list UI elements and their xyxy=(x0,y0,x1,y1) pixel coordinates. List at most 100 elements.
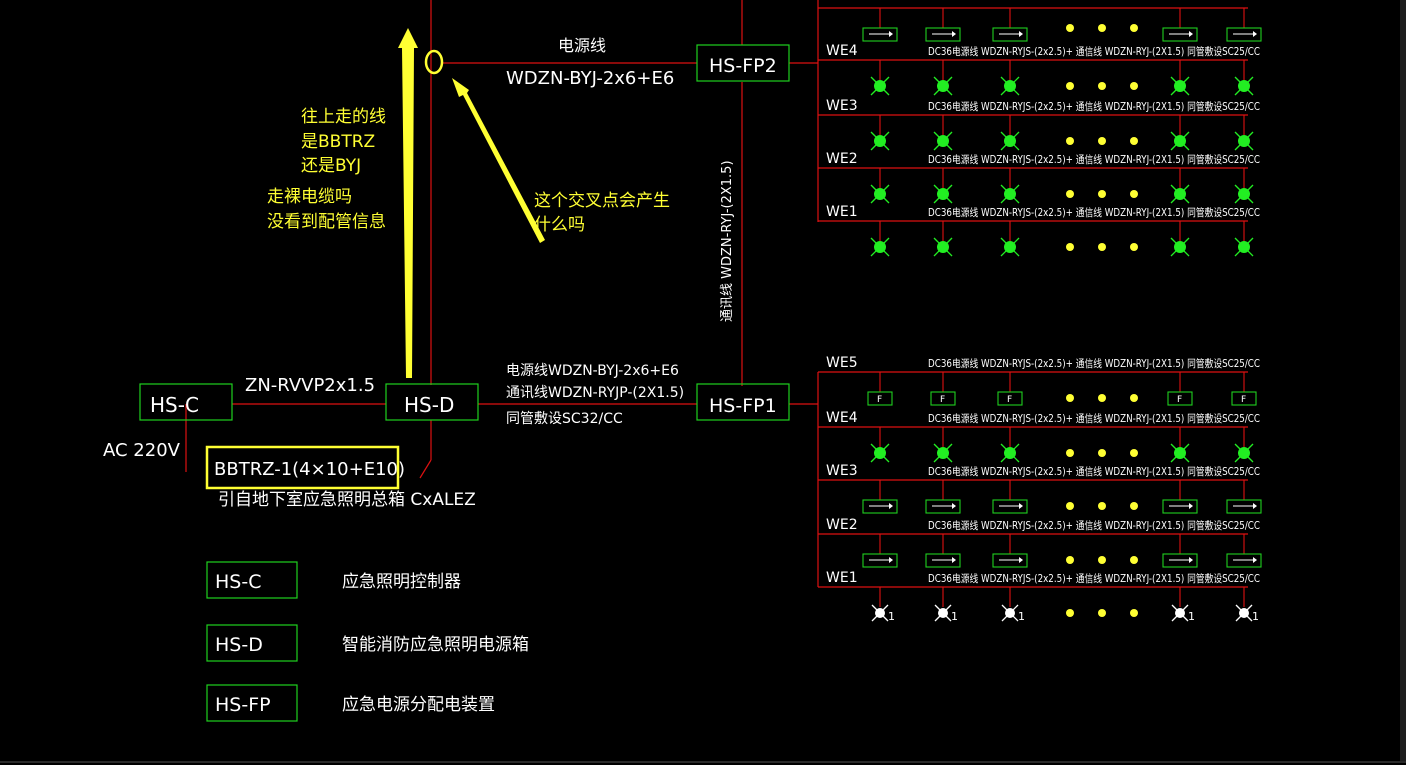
circuit-row-label: WE5 xyxy=(826,355,858,371)
annotation-cross-2: 什么吗 xyxy=(534,215,585,235)
fixture-dot xyxy=(1066,137,1074,145)
legend: HS-C 应急照明控制器 HS-D 智能消防应急照明电源箱 HS-FP 应急电源… xyxy=(206,561,529,722)
svg-text:F: F xyxy=(1241,395,1246,405)
circuit-row-label: WE1 xyxy=(826,570,858,586)
exit-sign-arrow-icon xyxy=(992,553,1028,568)
legend-code-hs-c: HS-C xyxy=(215,571,261,593)
fixture-tag: 1 xyxy=(1188,610,1195,623)
hs-d-label: HS-D xyxy=(404,393,454,417)
emergency-light-fixture xyxy=(1000,443,1020,463)
emergency-light-fixture xyxy=(870,237,890,257)
fixture-dot xyxy=(1130,502,1138,510)
legend-item-hs-fp: HS-FP 应急电源分配电装置 xyxy=(206,684,495,722)
circuit-cable-label: DC36电源线 WDZN-RYJS-(2x2.5)+ 通信线 WDZN-RYJ-… xyxy=(928,519,1260,532)
legend-desc-hs-d: 智能消防应急照明电源箱 xyxy=(342,635,529,655)
fixture-dot xyxy=(1130,243,1138,251)
cable-power-top: WDZN-BYJ-2x6+E6 xyxy=(506,68,674,89)
exit-sign-arrow-icon xyxy=(992,499,1028,514)
annotation-bare-2: 没看到配管信息 xyxy=(267,212,386,232)
circuit-row-label: WE1 xyxy=(826,204,858,220)
circuit-cable-label: DC36电源线 WDZN-RYJS-(2x2.5)+ 通信线 WDZN-RYJ-… xyxy=(928,357,1260,370)
fixture-dot xyxy=(1130,24,1138,32)
window-border-bottom xyxy=(0,761,1406,763)
fixture-dot xyxy=(1098,82,1106,90)
hs-fp2-box: HS-FP2 xyxy=(696,44,790,82)
exit-sign-arrow-icon xyxy=(862,499,898,514)
circuit-cable-label: DC36电源线 WDZN-RYJS-(2x2.5)+ 通信线 WDZN-RYJ-… xyxy=(928,206,1260,219)
emergency-light-fixture-white: 1 xyxy=(1235,604,1259,623)
emergency-light-fixture xyxy=(870,184,890,204)
cross-point-highlight xyxy=(424,49,444,75)
circuit-row-label: WE2 xyxy=(826,151,858,167)
fixture-dot xyxy=(1066,449,1074,457)
floor-indicator-sign-icon: F xyxy=(1231,391,1257,406)
legend-desc-hs-c: 应急照明控制器 xyxy=(342,572,461,592)
emergency-light-fixture xyxy=(1170,184,1190,204)
fixture-dot xyxy=(1066,394,1074,402)
fixture-tag: 1 xyxy=(1018,610,1025,623)
emergency-light-fixture xyxy=(1000,184,1020,204)
emergency-light-fixture xyxy=(1170,237,1190,257)
emergency-light-fixture xyxy=(933,443,953,463)
fixture-tag: 1 xyxy=(888,610,895,623)
emergency-light-fixture xyxy=(933,76,953,96)
circuit-cable-label: DC36电源线 WDZN-RYJS-(2x2.5)+ 通信线 WDZN-RYJ-… xyxy=(928,412,1260,425)
exit-sign-arrow-icon xyxy=(925,27,961,42)
cable-c-to-d: ZN-RVVP2x1.5 xyxy=(245,375,375,396)
emergency-light-fixture xyxy=(870,131,890,151)
emergency-light-fixture-white: 1 xyxy=(1171,604,1195,623)
exit-sign-arrow-icon xyxy=(925,553,961,568)
hs-fp1-box: HS-FP1 xyxy=(696,383,790,421)
emergency-light-fixture xyxy=(1000,76,1020,96)
legend-item-hs-d: HS-D 智能消防应急照明电源箱 xyxy=(206,624,529,662)
fixture-dot xyxy=(1066,24,1074,32)
fixture-dot xyxy=(1066,609,1074,617)
exit-sign-arrow-icon xyxy=(1226,499,1262,514)
legend-item-hs-c: HS-C 应急照明控制器 xyxy=(206,561,461,599)
floor-indicator-sign-icon: F xyxy=(997,391,1023,406)
hs-fp2-label: HS-FP2 xyxy=(709,55,777,77)
incoming-cable-label: BBTRZ-1(4×10+E10) xyxy=(214,459,405,480)
fixture-dot xyxy=(1066,190,1074,198)
fixture-dot xyxy=(1098,137,1106,145)
fixture-dot xyxy=(1130,394,1138,402)
legend-code-hs-fp: HS-FP xyxy=(215,694,271,716)
emergency-light-fixture xyxy=(1234,237,1254,257)
emergency-light-fixture xyxy=(933,237,953,257)
emergency-light-fixture xyxy=(1170,131,1190,151)
svg-text:F: F xyxy=(940,395,945,405)
exit-sign-arrow-icon xyxy=(925,499,961,514)
fixture-dot xyxy=(1098,394,1106,402)
fixture-dot xyxy=(1130,82,1138,90)
fixture-dot xyxy=(1130,609,1138,617)
fixture-dot xyxy=(1066,556,1074,564)
circuit-cable-label: DC36电源线 WDZN-RYJS-(2x2.5)+ 通信线 WDZN-RYJ-… xyxy=(928,153,1260,166)
emergency-light-fixture xyxy=(1170,76,1190,96)
circuit-row-label: WE3 xyxy=(826,98,858,114)
floor-indicator-sign-icon: F xyxy=(930,391,956,406)
window-border-right xyxy=(1400,0,1406,763)
exit-sign-arrow-icon xyxy=(1226,553,1262,568)
legend-desc-hs-fp: 应急电源分配电装置 xyxy=(342,695,495,715)
emergency-light-fixture xyxy=(1234,184,1254,204)
emergency-light-fixture-white: 1 xyxy=(1001,604,1025,623)
annotation-cross-1: 这个交叉点会产生 xyxy=(534,191,670,211)
yellow-annotations: 往上走的线 是BBTRZ 还是BYJ 走裸电缆吗 没看到配管信息 这个交叉点会产… xyxy=(205,28,670,490)
ac-220v-label: AC 220V xyxy=(103,440,181,461)
circuit-cable-label: DC36电源线 WDZN-RYJS-(2x2.5)+ 通信线 WDZN-RYJ-… xyxy=(928,465,1260,478)
cross-point-arrow xyxy=(452,78,545,243)
exit-sign-arrow-icon xyxy=(862,27,898,42)
fixture-dot xyxy=(1130,190,1138,198)
annotation-upward-1: 往上走的线 xyxy=(301,107,386,127)
hs-c-box: HS-C xyxy=(139,383,233,421)
exit-sign-arrow-icon xyxy=(1162,27,1198,42)
exit-sign-arrow-icon xyxy=(992,27,1028,42)
annotation-upward-3: 还是BYJ xyxy=(301,156,361,176)
emergency-light-fixture xyxy=(870,443,890,463)
emergency-light-fixture xyxy=(933,184,953,204)
emergency-light-fixture xyxy=(1000,131,1020,151)
fixture-dot xyxy=(1098,502,1106,510)
emergency-light-fixture xyxy=(1234,443,1254,463)
